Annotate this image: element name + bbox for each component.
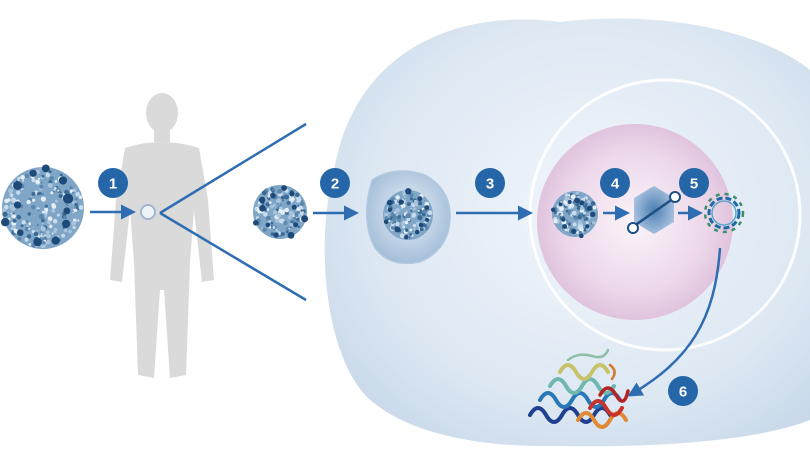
protein-ribbon-icon: [528, 348, 630, 429]
step-badge-6: 6: [668, 376, 698, 406]
step-badge-3: 3: [475, 168, 505, 198]
svg-text:4: 4: [611, 176, 620, 193]
aav-capsid-icon: [1, 164, 84, 249]
aav-capsid-icon: [551, 191, 598, 239]
arrow-step-6: [627, 247, 722, 397]
aav-capsid-icon: [383, 188, 433, 240]
uncoating-genome-icon: [627, 186, 681, 234]
step-badge-4: 4: [600, 168, 630, 198]
svg-text:5: 5: [690, 176, 698, 193]
svg-text:1: 1: [109, 176, 117, 193]
svg-text:2: 2: [331, 176, 339, 193]
aav-capsid-icon: [253, 185, 309, 239]
svg-text:3: 3: [486, 176, 494, 193]
human-silhouette-icon: [110, 93, 214, 378]
target-organ-icon: [140, 204, 156, 220]
circular-dna-episome-icon: [703, 192, 745, 234]
step-badge-5: 5: [679, 168, 709, 198]
step-badge-1: 1: [98, 168, 128, 198]
step-badge-2: 2: [320, 168, 350, 198]
zoom-line-bottom: [159, 211, 307, 302]
zoom-line-top: [159, 122, 307, 215]
svg-text:6: 6: [679, 384, 687, 401]
